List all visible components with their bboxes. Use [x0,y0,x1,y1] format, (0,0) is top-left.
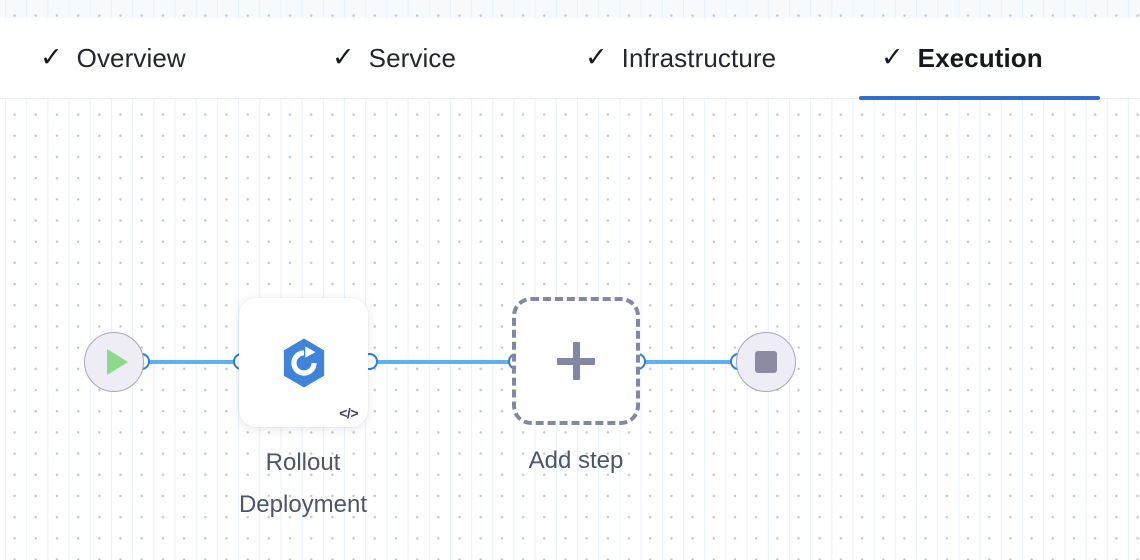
check-icon: ✓ [881,42,904,72]
rollout-deployment-icon [283,338,324,387]
tab-active-underline [859,96,1100,100]
tab-label: Service [368,43,457,73]
tab-label: Infrastructure [621,43,777,73]
edge-add-to-end[interactable] [642,360,742,364]
end-node[interactable] [736,332,796,392]
execution-flow-graph: </> Rollout Deployment Add step [0,99,1140,560]
edge-start-to-step[interactable] [147,360,247,364]
tab-overview[interactable]: ✓ Overview [18,18,208,99]
pipeline-stage-tabs: ✓ Overview ✓ Service ✓ Infrastructure ✓ … [0,18,1140,100]
tab-label: Overview [76,43,186,73]
add-step-node[interactable] [512,297,640,425]
tab-infrastructure[interactable]: ✓ Infrastructure [563,18,798,99]
plus-icon [557,342,595,380]
check-icon: ✓ [585,42,608,72]
tab-label: Execution [917,43,1043,73]
check-icon: ✓ [332,42,355,72]
step-node-rollout-deployment[interactable]: </> [239,298,368,427]
play-icon [106,349,128,375]
stop-icon [755,351,777,373]
edge-step-to-add[interactable] [374,360,522,364]
tab-service[interactable]: ✓ Service [310,18,478,99]
canvas-top-strip [0,0,1140,18]
start-node[interactable] [84,332,144,392]
check-icon: ✓ [40,42,63,72]
tab-execution[interactable]: ✓ Execution [859,18,1100,100]
code-icon: </> [339,405,358,421]
